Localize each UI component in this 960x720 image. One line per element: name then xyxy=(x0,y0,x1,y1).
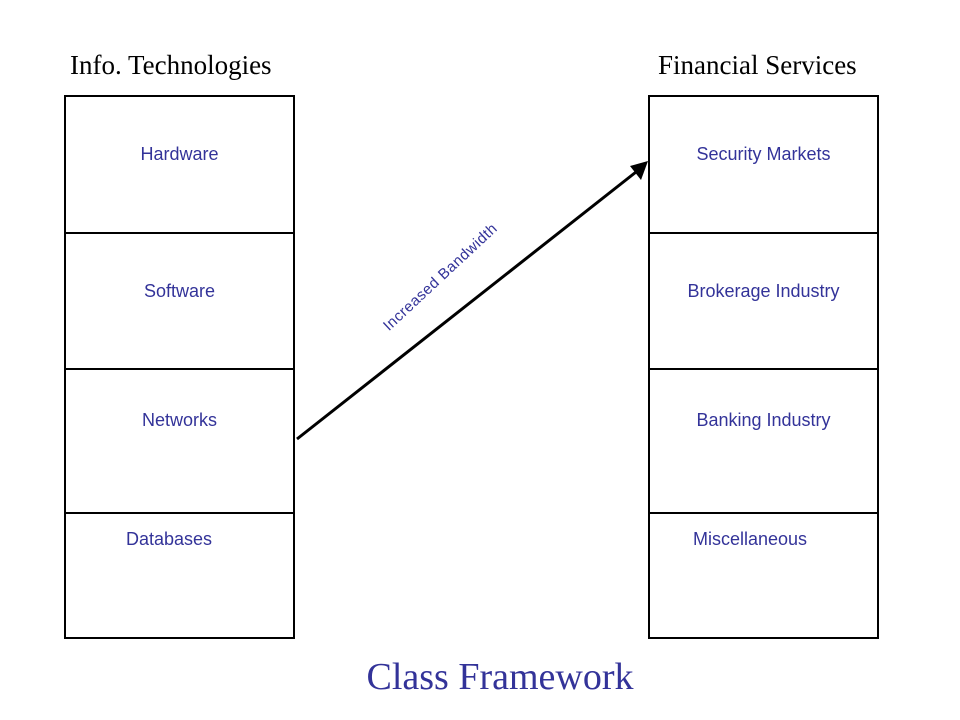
security-markets-label: Security Markets xyxy=(696,144,831,164)
hardware-cell: Hardware xyxy=(66,97,293,234)
databases-cell: Databases xyxy=(66,514,293,639)
info-technologies-heading: Info. Technologies xyxy=(70,50,272,80)
software-label: Software xyxy=(143,281,216,301)
networks-cell: Networks xyxy=(66,370,293,514)
arrow-line xyxy=(296,170,637,441)
financial-services-heading: Financial Services xyxy=(658,50,857,80)
miscellaneous-cell: Miscellaneous xyxy=(650,514,877,639)
brokerage-industry-label: Brokerage Industry xyxy=(687,281,840,301)
software-cell: Software xyxy=(66,234,293,370)
financial-services-column: Security Markets Brokerage Industry Bank… xyxy=(648,95,879,639)
brokerage-industry-cell: Brokerage Industry xyxy=(650,234,877,370)
networks-label: Networks xyxy=(141,410,217,430)
info-technologies-column: Hardware Software Networks Databases xyxy=(64,95,295,639)
arrow-head-icon xyxy=(630,161,648,180)
miscellaneous-label: Miscellaneous xyxy=(693,529,808,549)
banking-industry-label: Banking Industry xyxy=(696,410,831,430)
security-markets-cell: Security Markets xyxy=(650,97,877,234)
class-framework-caption: Class Framework xyxy=(366,656,634,698)
hardware-label: Hardware xyxy=(140,144,219,164)
databases-label: Databases xyxy=(126,529,213,549)
banking-industry-cell: Banking Industry xyxy=(650,370,877,514)
increased-bandwidth-label: Increased Bandwidth xyxy=(380,219,501,335)
